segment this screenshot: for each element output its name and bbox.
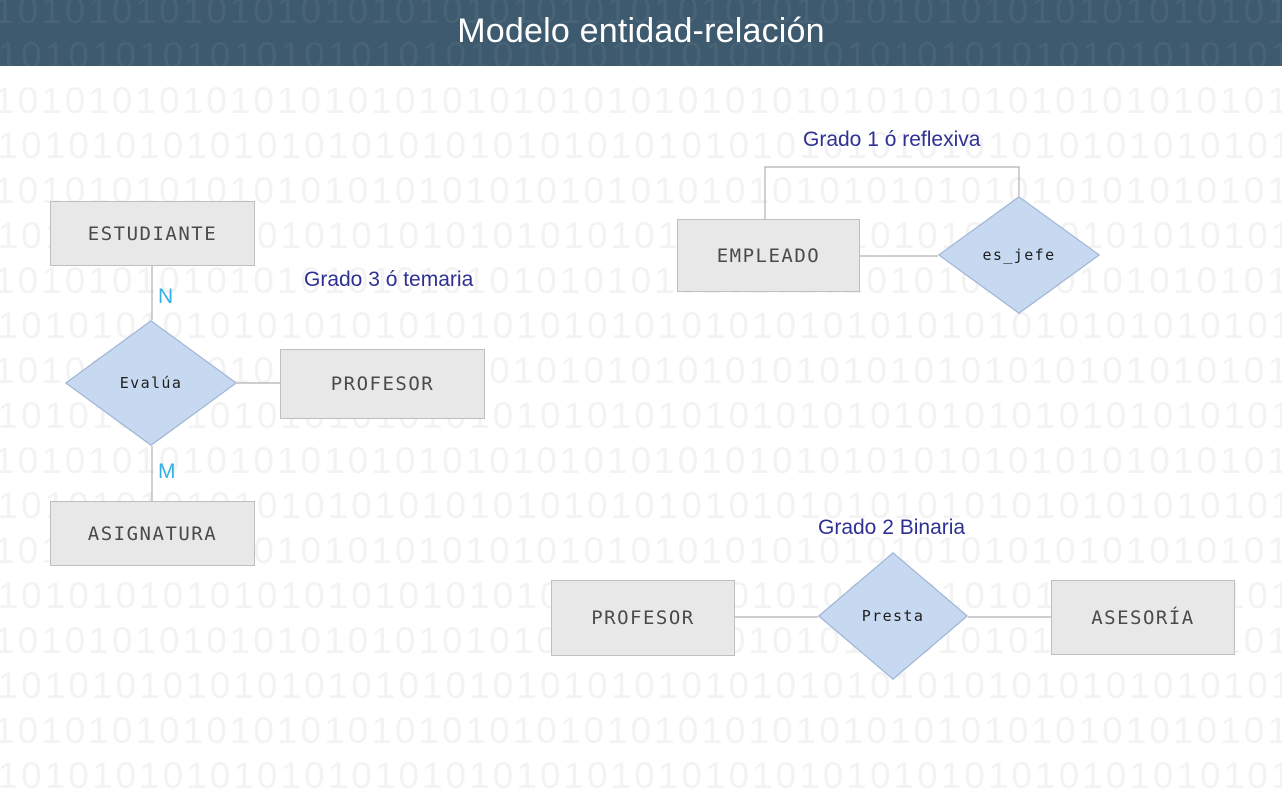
relationship-label: Evalúa bbox=[119, 374, 183, 392]
entity-box-profesor-ternary[interactable]: PROFESOR bbox=[280, 349, 485, 419]
title-bar-binary-row: 0101010101010101010101010101010101010101… bbox=[0, 35, 1282, 66]
cardinality-label-n-estudiante-evalua: N bbox=[158, 285, 174, 308]
relationship-label: es_jefe bbox=[982, 246, 1056, 264]
entity-box-empleado[interactable]: EMPLEADO bbox=[677, 219, 860, 292]
entity-box-profesor-binary[interactable]: PROFESOR bbox=[551, 580, 735, 656]
diamond-shape bbox=[938, 196, 1100, 314]
entity-label: PROFESOR bbox=[330, 373, 435, 395]
entity-label: PROFESOR bbox=[591, 607, 695, 629]
page-title: Modelo entidad-relación bbox=[457, 12, 825, 50]
diagram-caption-ternary: Grado 3 ó temaria bbox=[304, 268, 474, 291]
entity-box-asesoria[interactable]: ASESORÍA bbox=[1051, 580, 1235, 655]
title-bar: 1010101010101010101010101010101010101010… bbox=[0, 0, 1282, 66]
entity-label: ASIGNATURA bbox=[87, 522, 218, 545]
relationship-label: Presta bbox=[861, 607, 925, 625]
entity-label: ESTUDIANTE bbox=[87, 222, 218, 245]
entity-box-estudiante[interactable]: ESTUDIANTE bbox=[50, 201, 255, 266]
diagram-caption-reflexive: Grado 1 ó reflexiva bbox=[803, 128, 981, 151]
relationship-diamond-evalua[interactable]: Evalúa bbox=[65, 320, 237, 446]
title-bar-binary-row: 1010101010101010101010101010101010101010… bbox=[0, 0, 1282, 31]
entity-label: ASESORÍA bbox=[1091, 606, 1195, 629]
diamond-shape bbox=[65, 320, 237, 446]
relationship-diamond-presta[interactable]: Presta bbox=[818, 552, 968, 680]
relationship-diamond-es_jefe[interactable]: es_jefe bbox=[938, 196, 1100, 314]
cardinality-label-m-evalua-asignatura: M bbox=[158, 460, 176, 483]
title-bar-pattern: 1010101010101010101010101010101010101010… bbox=[0, 0, 1282, 66]
diamond-shape bbox=[818, 552, 968, 680]
entity-label: EMPLEADO bbox=[716, 244, 821, 267]
diagram-caption-binary: Grado 2 Binaria bbox=[818, 516, 966, 539]
entity-box-asignatura[interactable]: ASIGNATURA bbox=[50, 501, 255, 566]
